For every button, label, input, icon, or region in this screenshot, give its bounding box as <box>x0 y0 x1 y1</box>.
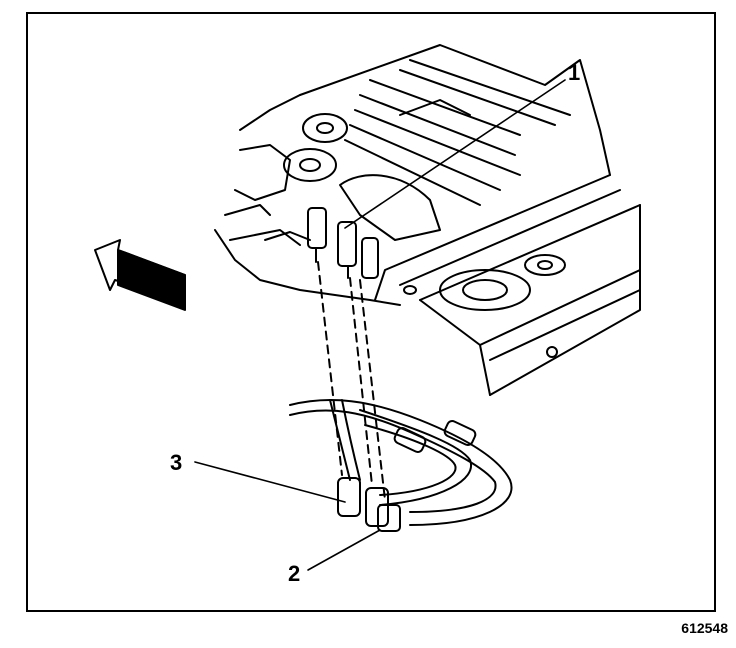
direction-arrow-icon <box>94 239 186 311</box>
figure-number: 612548 <box>681 620 728 636</box>
lower-fittings <box>337 477 401 532</box>
fuel-hoses <box>289 399 513 526</box>
underbody-panel <box>214 44 641 396</box>
diagram-frame <box>26 12 716 612</box>
callout-2: 2 <box>288 561 301 586</box>
callout-leaders <box>194 79 566 571</box>
alignment-lines <box>317 261 386 501</box>
callout-3: 3 <box>170 450 183 475</box>
upper-fittings <box>307 207 379 279</box>
callout-1: 1 <box>568 60 581 85</box>
